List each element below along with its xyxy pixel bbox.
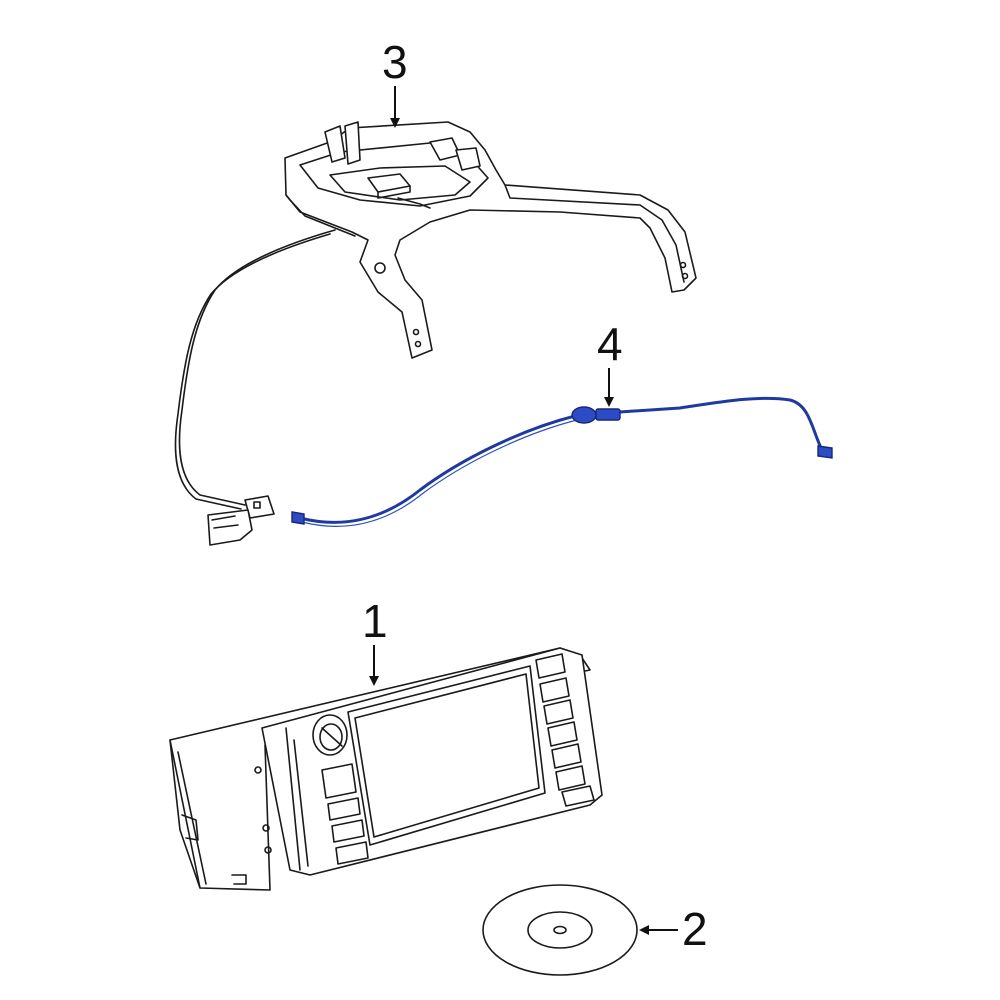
callout-1: 1	[362, 595, 388, 686]
navigation-unit-part-1	[169, 647, 603, 891]
mounting-bracket-part-3	[284, 121, 697, 359]
bracket-wire-harness	[174, 229, 336, 546]
callout-number-2: 2	[682, 903, 708, 955]
callout-2: 2	[639, 903, 708, 955]
callout-3: 3	[382, 36, 408, 128]
callout-number-4: 4	[597, 318, 623, 370]
antenna-cable-part-4	[291, 396, 833, 527]
disc-part-2	[482, 884, 638, 976]
callout-number-3: 3	[382, 36, 408, 88]
callout-number-1: 1	[362, 595, 388, 647]
callout-4: 4	[597, 318, 623, 407]
